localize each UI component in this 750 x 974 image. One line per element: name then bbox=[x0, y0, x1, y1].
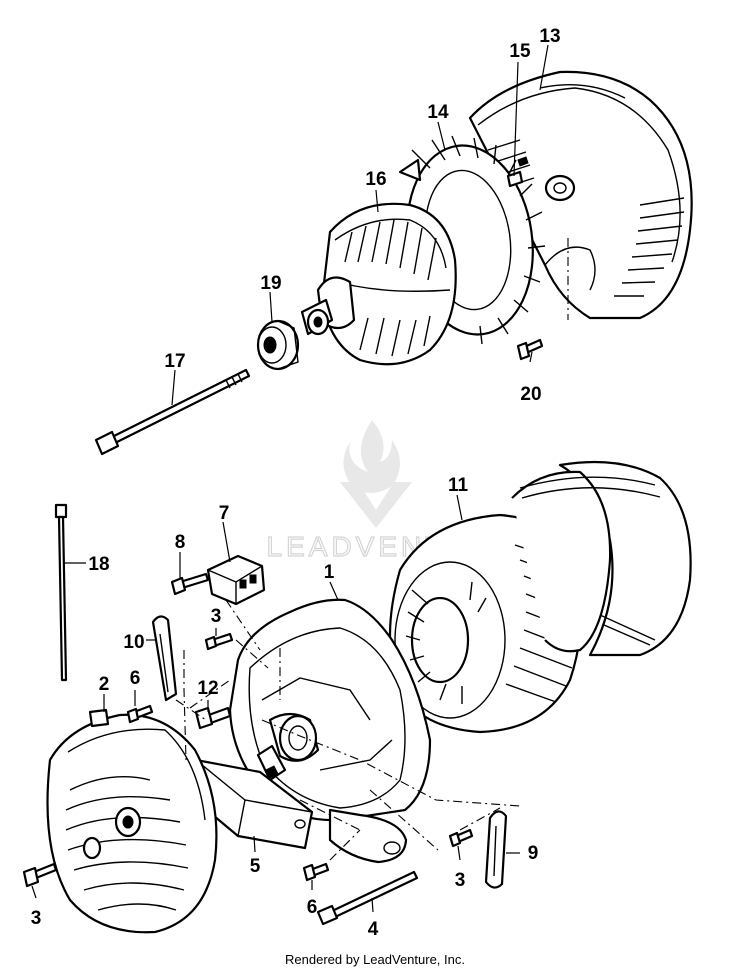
part-16-rotor[interactable] bbox=[300, 202, 457, 366]
part-6-screw-lower[interactable] bbox=[302, 862, 330, 882]
callout-1: 1 bbox=[324, 562, 335, 583]
part-15-screw[interactable] bbox=[506, 156, 529, 188]
part-3-screw-upper[interactable] bbox=[204, 632, 234, 651]
callout-3-cover: 3 bbox=[31, 908, 42, 929]
part-18-cable-tie[interactable] bbox=[54, 503, 68, 682]
part-19-bearing[interactable] bbox=[256, 319, 300, 371]
callout-15: 15 bbox=[509, 41, 531, 62]
callout-6-lower: 6 bbox=[307, 897, 318, 918]
leadventure-watermark-logo bbox=[340, 420, 412, 528]
callout-5: 5 bbox=[250, 856, 261, 877]
callout-12: 12 bbox=[197, 678, 218, 699]
part-13-end-housing[interactable] bbox=[468, 70, 693, 320]
callout-3-lower: 3 bbox=[455, 870, 466, 891]
part-12-screw[interactable] bbox=[194, 706, 232, 730]
callout-16: 16 bbox=[365, 169, 386, 190]
callout-18: 18 bbox=[88, 554, 109, 575]
callout-9: 9 bbox=[528, 843, 539, 864]
part-6-screw-upper[interactable] bbox=[126, 704, 154, 724]
callout-14: 14 bbox=[427, 102, 449, 123]
part-7-brush-holder[interactable] bbox=[206, 554, 266, 606]
leader-lines bbox=[31, 44, 549, 913]
assembly-lines bbox=[175, 238, 569, 861]
callout-17: 17 bbox=[164, 351, 185, 372]
footer-credit: Rendered by LeadVenture, Inc. bbox=[285, 952, 465, 967]
callout-6-upper: 6 bbox=[130, 668, 141, 689]
part-3-screw-cover[interactable] bbox=[22, 862, 58, 888]
part-17-through-bolt[interactable] bbox=[94, 368, 251, 456]
callout-labels: 13 15 14 16 19 17 20 11 7 1 8 18 3 10 6 … bbox=[31, 26, 561, 940]
callout-7: 7 bbox=[219, 503, 230, 524]
part-8-screw[interactable] bbox=[170, 572, 210, 596]
callout-20: 20 bbox=[520, 384, 541, 405]
callout-19: 19 bbox=[260, 273, 281, 294]
part-4-long-bolt[interactable] bbox=[316, 870, 419, 926]
callout-10: 10 bbox=[123, 632, 144, 653]
part-20-bolt[interactable] bbox=[516, 338, 544, 361]
part-2-end-cover[interactable] bbox=[46, 708, 218, 934]
callout-13: 13 bbox=[539, 26, 560, 47]
callout-8: 8 bbox=[175, 532, 186, 553]
callout-3-upper: 3 bbox=[211, 606, 222, 627]
callout-11: 11 bbox=[448, 475, 469, 496]
part-9-strap[interactable] bbox=[484, 810, 508, 889]
part-3-screw-lower[interactable] bbox=[448, 828, 474, 848]
callout-2: 2 bbox=[99, 674, 110, 695]
part-10-strap[interactable] bbox=[151, 615, 178, 702]
stator-cover-band[interactable] bbox=[511, 460, 692, 657]
callout-4: 4 bbox=[368, 919, 379, 940]
